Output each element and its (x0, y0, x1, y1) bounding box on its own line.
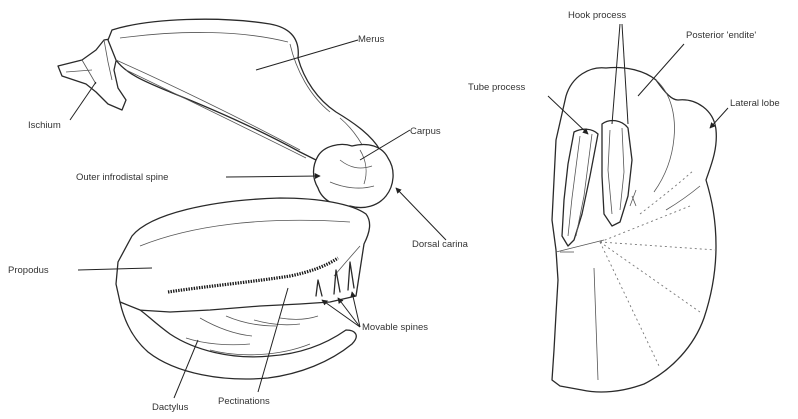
raptorial-appendage-drawing (58, 19, 393, 379)
label-outer-spine: Outer infrodistal spine (76, 172, 168, 183)
label-merus: Merus (358, 34, 385, 45)
propodus-segment (116, 198, 370, 312)
label-tube-process: Tube process (468, 82, 525, 93)
label-dactylus: Dactylus (152, 402, 189, 413)
label-propodus: Propodus (8, 265, 49, 276)
label-carpus: Carpus (410, 126, 441, 137)
label-posterior-endite: Posterior 'endite' (686, 30, 756, 41)
label-dorsal-carina: Dorsal carina (412, 239, 469, 250)
label-pectinations: Pectinations (218, 396, 270, 407)
dactylus-segment (120, 302, 356, 379)
label-lateral-lobe: Lateral lobe (730, 98, 780, 109)
carpus-segment (314, 144, 394, 207)
label-movable-spines: Movable spines (362, 322, 428, 333)
label-ischium: Ischium (28, 120, 61, 131)
label-hook-process: Hook process (568, 10, 626, 21)
lobed-appendage-drawing (552, 68, 716, 393)
